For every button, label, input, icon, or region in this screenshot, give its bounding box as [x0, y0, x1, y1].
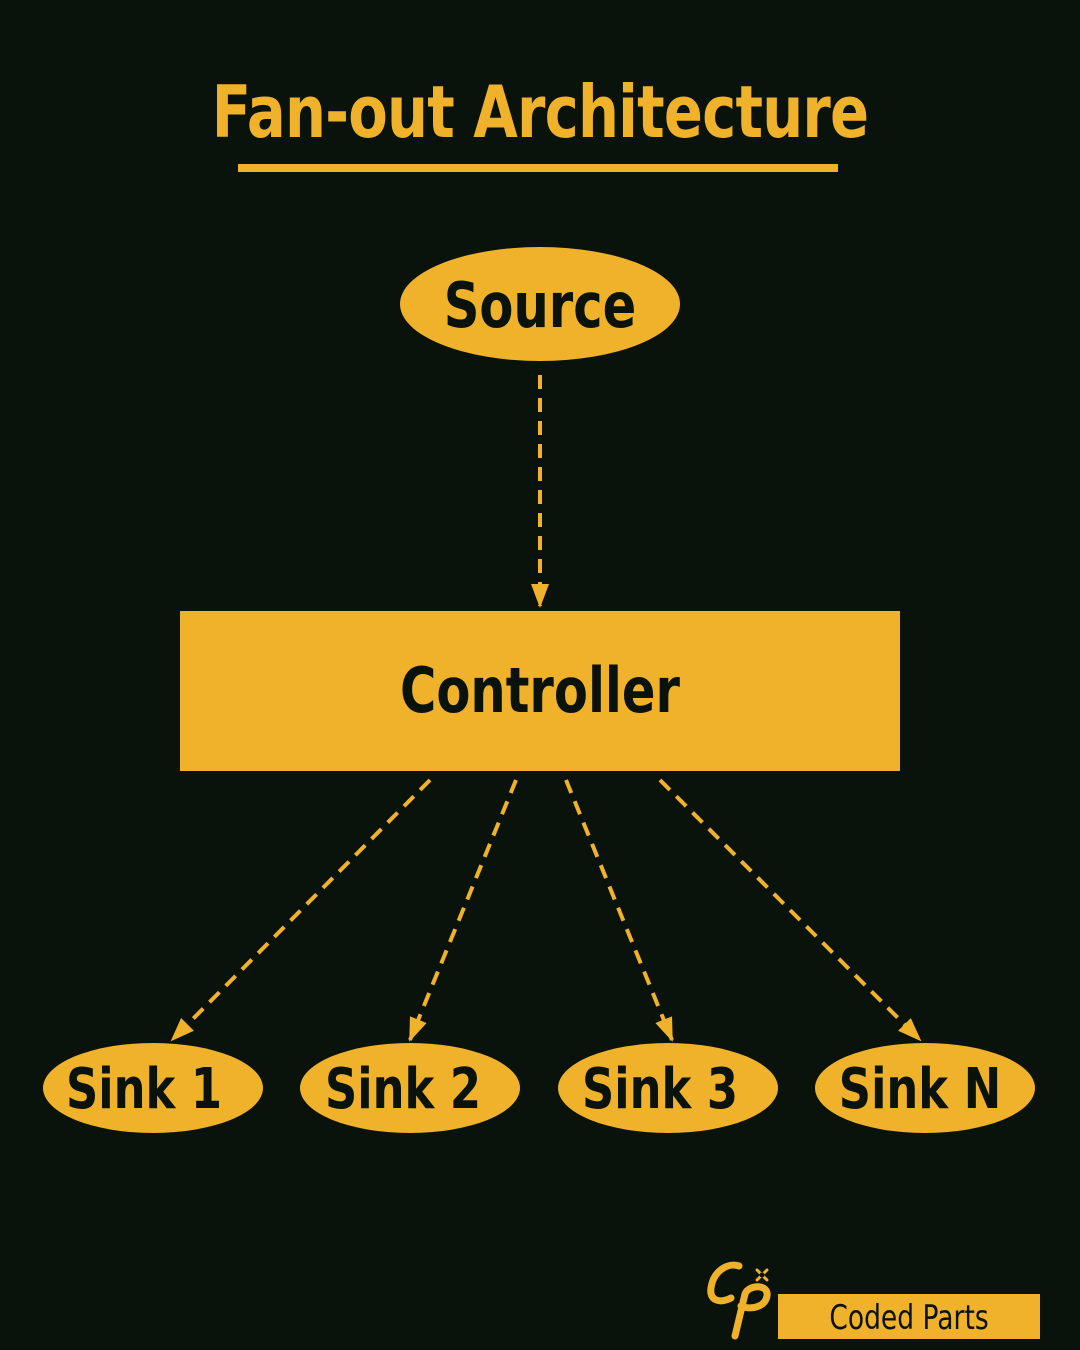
diagram-title: Fan-out Architecture: [211, 70, 869, 154]
sink-node-3: Sink 3: [558, 1043, 778, 1133]
controller-node-label: Controller: [400, 656, 680, 728]
sink-node-1: Sink 1: [43, 1043, 263, 1133]
edge-controller-sink-1: [170, 778, 432, 1042]
edge-controller-sink-2: [408, 779, 518, 1042]
edge-controller-sink-3: [564, 779, 674, 1042]
title-underline: [238, 164, 838, 172]
sink-node-label: Sink N: [839, 1056, 1001, 1121]
sink-node-n: Sink N: [815, 1043, 1035, 1133]
sink-node-label: Sink 2: [325, 1056, 481, 1121]
sink-node-label: Sink 3: [582, 1056, 738, 1121]
sink-node-label: Sink 1: [66, 1056, 222, 1121]
sink-node-2: Sink 2: [300, 1043, 520, 1133]
controller-node: Controller: [180, 611, 900, 771]
source-node: Source: [400, 247, 680, 361]
cp-monogram-icon: [707, 1261, 771, 1340]
brand-name: Coded Parts: [829, 1298, 989, 1338]
brand-badge: [778, 1294, 1040, 1339]
edge-controller-sink-n: [658, 778, 922, 1042]
source-node-label: Source: [444, 271, 637, 343]
